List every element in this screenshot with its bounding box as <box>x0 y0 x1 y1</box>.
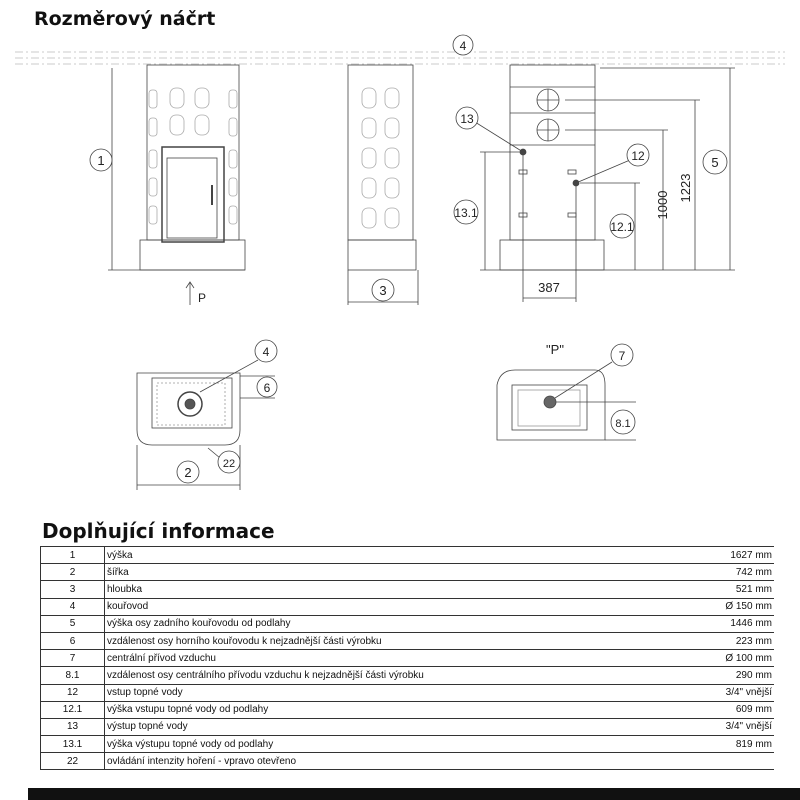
row-description: výška vstupu topné vody od podlahy <box>104 700 683 719</box>
callout-4: 4 <box>263 345 270 359</box>
row-description: centrální přívod vzduchu <box>104 649 683 668</box>
row-value <box>682 752 774 771</box>
info-title: Doplňující informace <box>42 519 275 543</box>
back-view: 387 1000 1223 13 12 13.1 12.1 5 4 <box>452 34 735 302</box>
row-value: 609 mm <box>682 700 774 719</box>
callout-7: 7 <box>619 349 626 363</box>
row-value: 742 mm <box>682 563 774 582</box>
row-description: vstup topné vody <box>104 683 683 702</box>
row-value: 3/4" vnější <box>682 717 774 737</box>
callout-6: 6 <box>264 381 271 395</box>
bottom-bar <box>28 788 800 800</box>
dim-1000: 1000 <box>655 191 670 220</box>
callout-4-top: 4 <box>460 39 467 53</box>
p-view-label: "P" <box>546 342 564 357</box>
dim-1223: 1223 <box>678 174 693 203</box>
row-description: kouřovod <box>104 597 683 616</box>
row-description: vzdálenost osy centrálního přívodu vzduc… <box>104 666 683 685</box>
row-number: 4 <box>40 597 105 616</box>
callout-22: 22 <box>223 458 235 470</box>
row-number: 13 <box>40 717 105 737</box>
row-number: 12.1 <box>40 700 105 719</box>
p-view: "P" 7 8.1 <box>496 342 636 441</box>
dimension-drawing: 1 P 3 387 1 <box>15 34 785 490</box>
callout-13-1: 13.1 <box>454 206 478 220</box>
row-description: výstup topné vody <box>104 717 683 737</box>
row-number: 3 <box>40 580 105 599</box>
row-description: výška <box>104 545 683 565</box>
callout-1: 1 <box>97 153 104 168</box>
row-value: 1446 mm <box>682 614 774 633</box>
callout-12-1: 12.1 <box>610 220 634 234</box>
row-number: 6 <box>40 631 105 651</box>
callout-13: 13 <box>460 112 474 126</box>
cut-line <box>15 51 785 65</box>
callout-12: 12 <box>631 149 645 163</box>
row-description: hloubka <box>104 580 683 599</box>
callout-3: 3 <box>379 283 386 298</box>
row-description: vzdálenost osy horního kouřovodu k nejza… <box>104 631 683 651</box>
row-number: 5 <box>40 614 105 633</box>
row-description: výška výstupu topné vody od podlahy <box>104 735 683 754</box>
callout-2: 2 <box>184 465 191 480</box>
side-view: 3 <box>347 64 419 305</box>
row-number: 7 <box>40 649 105 668</box>
view-arrow-label: P <box>198 291 206 305</box>
row-value: Ø 150 mm <box>682 597 774 616</box>
row-number: 2 <box>40 563 105 582</box>
row-value: 290 mm <box>682 666 774 685</box>
front-view: 1 P <box>89 64 246 305</box>
row-description: ovládání intenzity hoření - vpravo otevř… <box>104 752 683 771</box>
row-number: 1 <box>40 545 105 565</box>
row-value: 223 mm <box>682 631 774 651</box>
row-number: 13.1 <box>40 735 105 754</box>
row-description: šířka <box>104 563 683 582</box>
row-value: 3/4" vnější <box>682 683 774 702</box>
row-value: 1627 mm <box>682 545 774 565</box>
row-value: 819 mm <box>682 735 774 754</box>
row-value: 521 mm <box>682 580 774 599</box>
dim-387: 387 <box>538 280 560 295</box>
row-number: 22 <box>40 752 105 771</box>
page-title: Rozměrový náčrt <box>34 8 216 30</box>
row-number: 8.1 <box>40 666 105 685</box>
row-value: Ø 100 mm <box>682 649 774 668</box>
callout-5: 5 <box>711 155 718 170</box>
callout-8-1: 8.1 <box>615 418 630 430</box>
row-number: 12 <box>40 683 105 702</box>
top-view: 2 22 4 6 <box>136 339 278 490</box>
row-description: výška osy zadního kouřovodu od podlahy <box>104 614 683 633</box>
